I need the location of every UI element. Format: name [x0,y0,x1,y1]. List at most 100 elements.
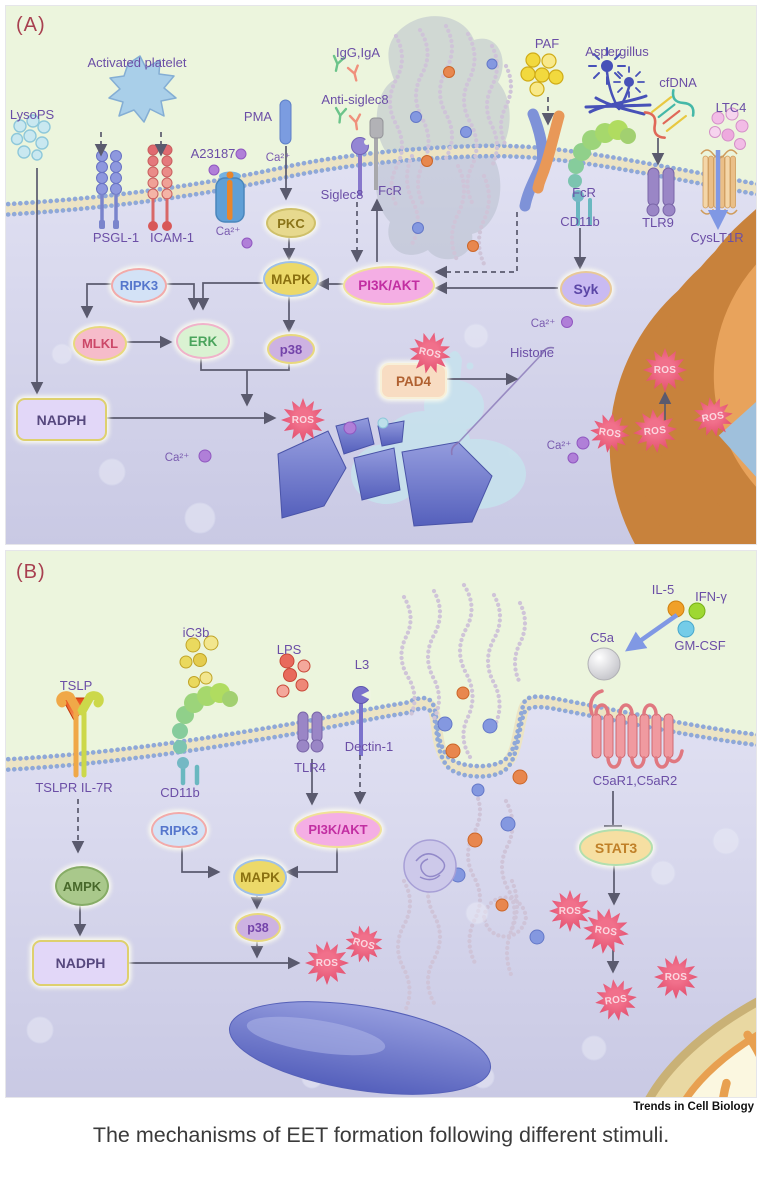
node-erk: ERK [176,323,230,359]
label-tlr4: TLR4 [294,760,326,775]
node-ripk3-b: RIPK3 [151,812,207,848]
igg-iga-antibody-icons [332,54,359,82]
label-c5a: C5a [590,630,614,645]
node-mapk-b: MAPK [233,859,287,896]
panel-a-illustration [6,6,756,544]
label-fcr-center: FcR [572,185,596,200]
node-nadph-b: NADPH [32,940,129,986]
node-mlkl: MLKL [73,326,127,361]
journal-name: Trends in Cell Biology [633,1101,754,1113]
panel-b-tag: (B) [16,561,46,583]
label-cd11b-a: CD11b [560,214,600,229]
label-aspergillus: Aspergillus [585,44,649,59]
ruptured-nucleus [277,351,526,527]
label-tlr9: TLR9 [642,215,674,230]
cd11b-receptor-a [568,120,636,226]
node-pad4: PAD4 [380,363,447,399]
anti-siglec8-antibody-icons [334,106,362,131]
label-a23187: A23187 [190,146,236,161]
label-cyslt1r: CysLT1R [690,230,744,245]
psgl1-receptor [96,150,122,229]
node-mapk-a: MAPK [263,261,319,297]
label-fcr-left: FcR [378,183,402,198]
lysops-icon [10,114,51,161]
gmcsf-icon [677,620,695,638]
label-paf: PAF [534,36,560,51]
c5ar-receptor [589,689,684,769]
node-syk: Syk [560,271,612,307]
paf-icon [520,52,564,97]
label-igg-iga: IgG,IgA [335,45,381,60]
calcium-ion [241,237,253,249]
label-c5ar: C5aR1,C5aR2 [592,773,678,788]
label-ifng: IFN-γ [695,589,727,604]
histone-chain [450,6,756,544]
label-dectin1: Dectin-1 [344,739,394,754]
label-lps: LPS [276,642,302,657]
fcr-center-receptor [519,108,565,212]
label-tslpr-il7r: TSLPR IL-7R [35,780,113,795]
condensed-chromatin-icon [403,839,457,893]
label-gmcsf: GM-CSF [674,638,726,653]
panel-a: (A) LysoPS Activated platelet PSGL-1 ICA… [5,5,757,545]
panel-a-tag: (A) [16,14,46,36]
calcium-ion [198,449,212,463]
node-pkc: PKC [266,208,316,238]
node-ampk: AMPK [55,866,109,906]
dectin1-receptor [352,686,371,756]
label-activated-platelet: Activated platelet [87,55,187,70]
calcium-ion [576,436,590,450]
label-histone: Histone [509,345,555,360]
panel-b: (B) IL-5 IFN-γ GM-CSF C5a TSLP TSLPR IL-… [5,550,757,1098]
label-cfdna: cfDNA [659,75,697,90]
lps-icon [276,653,311,698]
platelet-icon [108,55,177,123]
label-il5: IL-5 [651,582,675,597]
signal-arrows-b [71,613,679,974]
tlr4-receptor [296,711,324,753]
ifng-icon [688,602,706,620]
label-pma: PMA [243,109,273,124]
label-ca2: Ca²⁺ [546,440,572,452]
node-nadph-a: NADPH [16,398,107,441]
node-p38-a: p38 [267,334,315,364]
label-icam1: ICAM-1 [149,230,195,245]
icam1-receptor [147,144,173,231]
label-siglec8: Siglec8 [320,187,364,202]
label-ic3b: iC3b [182,625,210,640]
node-pi3k-akt-a: PI3K/AKT [343,266,435,305]
ltc4-icon [709,107,749,150]
signal-arrows-a [30,97,729,425]
ic3b-icon [179,635,219,688]
label-ltc4: LTC4 [715,100,747,115]
tslpr-il7r-receptor [56,691,104,778]
label-ca2: Ca²⁺ [265,152,291,164]
panel-b-illustration [6,551,756,1097]
aspergillus-icon [584,47,652,116]
calcium-ion [567,452,579,464]
label-anti-siglec8: Anti-siglec8 [321,92,389,107]
fcr-left-receptor [369,117,384,190]
tlr9-receptor [646,167,676,217]
figure-caption: The mechanisms of EET formation followin… [92,1123,670,1147]
label-tslp: TSLP [59,678,93,693]
label-l3: L3 [354,657,370,672]
nucleus-b [228,1001,492,1095]
node-ripk3-a: RIPK3 [111,268,167,303]
label-ca2: Ca²⁺ [215,226,241,238]
c5a-icon [587,647,621,681]
net-strands-a [387,23,514,267]
node-stat3: STAT3 [579,829,653,866]
siglec8-receptor [351,137,370,196]
calcium-ion [561,316,573,328]
label-cd11b-b: CD11b [160,785,200,800]
label-psgl1: PSGL-1 [92,230,140,245]
calcium-ion [235,148,247,160]
a23187-channel-icon [215,171,245,223]
label-ca2: Ca²⁺ [164,452,190,464]
label-lysops: LysoPS [9,107,55,122]
calcium-ion [208,164,220,176]
label-ca2: Ca²⁺ [530,318,556,330]
pma-icon [279,99,292,145]
